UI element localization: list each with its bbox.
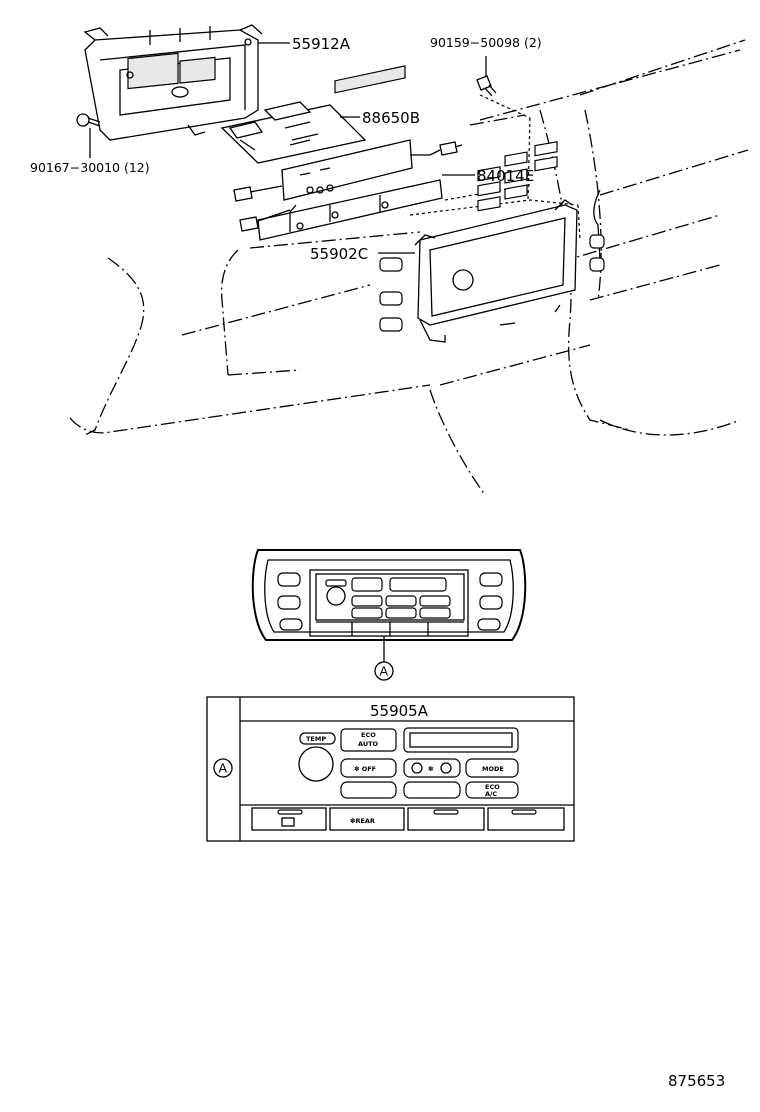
- drawing-number: 875653: [668, 1072, 725, 1090]
- btn-auto-label: AUTO: [358, 740, 379, 748]
- btn-off-label: ✽ OFF: [354, 765, 376, 773]
- label-55912A: 55912A: [292, 35, 351, 53]
- part-88650B-board: [220, 101, 367, 164]
- btn-temp-label: TEMP: [306, 735, 326, 743]
- part-55902C-control: [378, 141, 605, 343]
- label-88650B: 88650B: [362, 109, 420, 127]
- btn-auto-top-label: ECO: [361, 731, 376, 739]
- part-84014E-panel: [233, 65, 475, 241]
- callout-A-front: A: [380, 664, 389, 679]
- btn-rear-label: ✽REAR: [350, 817, 375, 825]
- label-55902C: 55902C: [310, 245, 368, 263]
- label-90159-50098: 90159−50098 (2): [430, 35, 542, 50]
- part-55912A-frame: [83, 24, 290, 141]
- front-view-panel: [251, 549, 527, 681]
- screw-90159: [476, 56, 497, 97]
- label-90167-30010: 90167−30010 (12): [30, 160, 150, 175]
- btn-ac-label: A/C: [485, 790, 497, 798]
- btn-fan-label: ✽: [428, 765, 433, 773]
- callout-A-box: A: [219, 761, 228, 776]
- label-55905A: 55905A: [370, 702, 429, 720]
- btn-ac-top-label: ECO: [485, 783, 500, 791]
- btn-mode-label: MODE: [482, 765, 504, 773]
- label-84014E: 84014E: [477, 167, 534, 185]
- screw-90167: [76, 113, 101, 158]
- detail-box-A: [206, 696, 575, 842]
